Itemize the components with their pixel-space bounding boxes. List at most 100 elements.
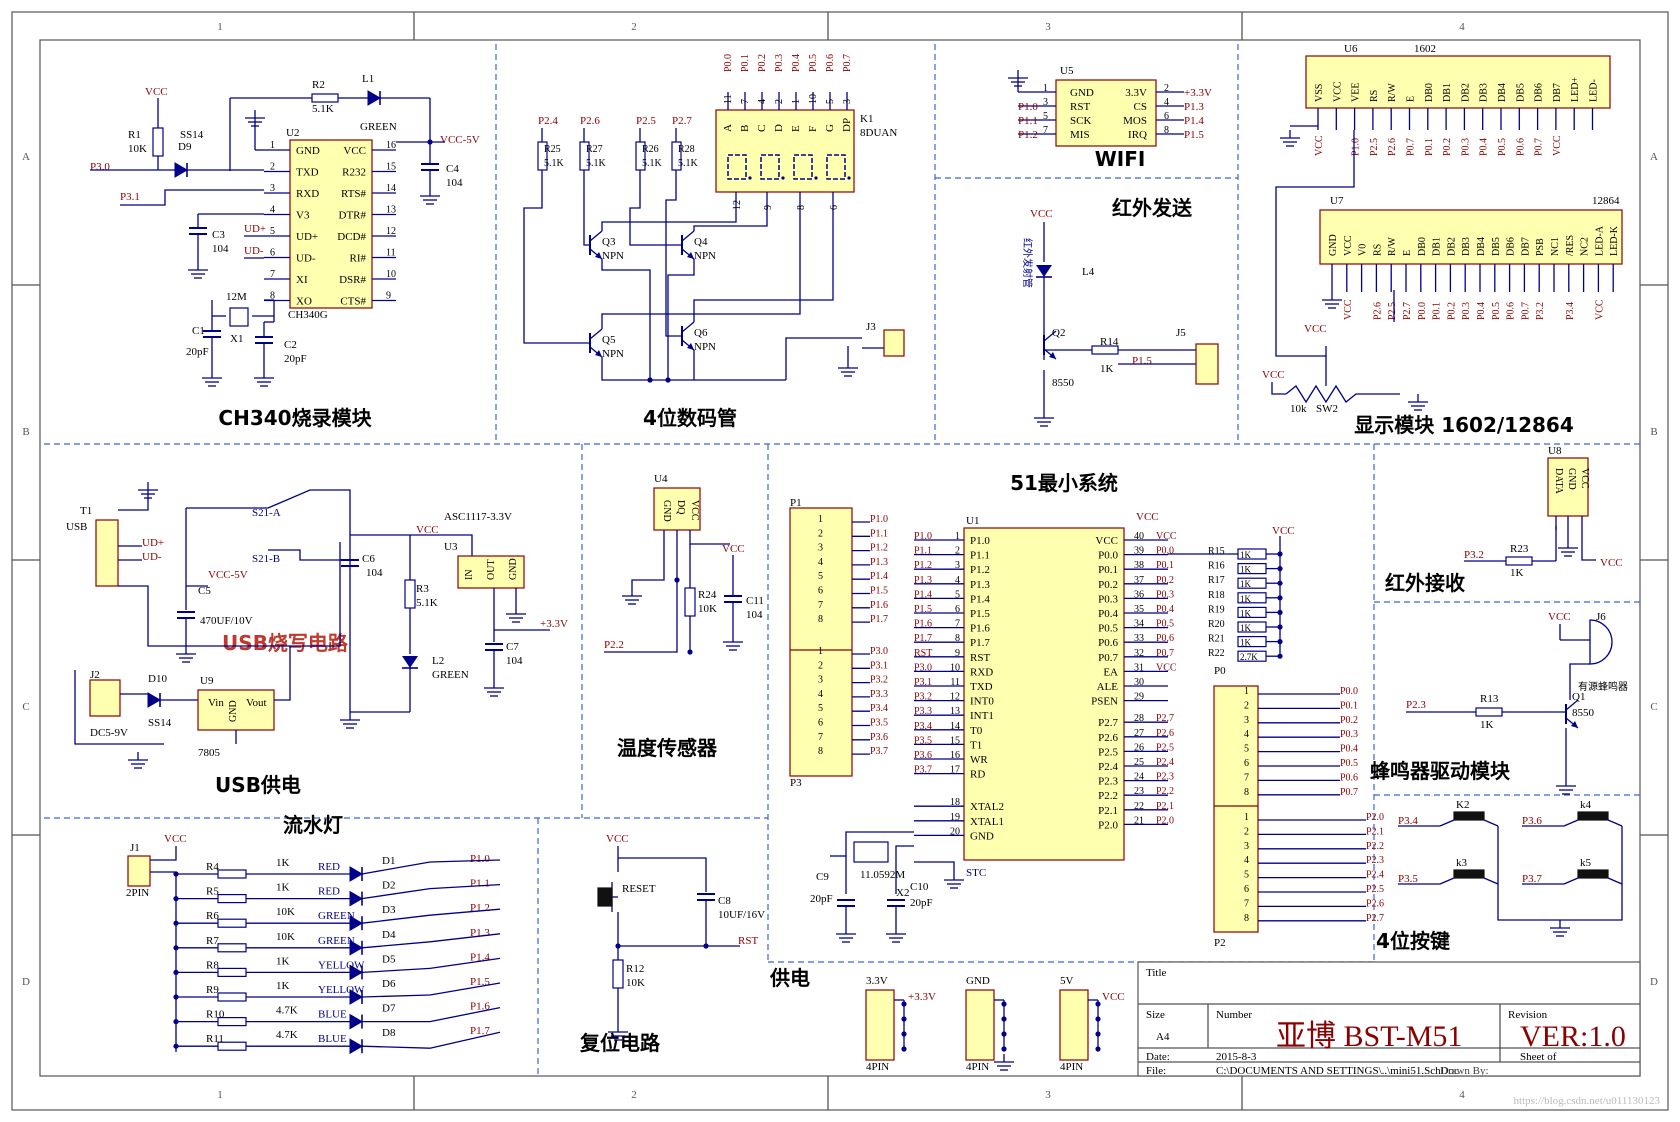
block-title-usb_pwr: USB供电 <box>215 773 301 797</box>
net-label: P0.4 <box>791 54 802 72</box>
pin-number: 13 <box>386 205 396 216</box>
pin-name: GND <box>508 558 519 580</box>
pin-name: EA <box>1103 666 1118 678</box>
net-label: P0.1 <box>1340 700 1358 711</box>
ref: K2 <box>1456 799 1469 811</box>
pin-number: 10 <box>950 662 960 673</box>
ir-led-label: 红外发射管 <box>1021 238 1034 288</box>
ref: R18 <box>1208 590 1225 601</box>
segment-name: E <box>790 125 802 132</box>
ground-icon <box>1556 778 1576 795</box>
pin-name: P2.2 <box>1098 790 1118 802</box>
net-label: P2.0 <box>1366 812 1384 823</box>
net-label: P1.1 <box>1018 115 1038 127</box>
ref: P2 <box>1214 937 1226 949</box>
net-label: P0.3 <box>1156 589 1174 600</box>
net-label: P0.5 <box>1497 138 1508 156</box>
net-label: P3.1 <box>870 660 888 671</box>
net-label: P2.7 <box>1156 713 1174 724</box>
capacitor-icon <box>341 559 359 567</box>
q4-transistor <box>681 230 695 260</box>
capacitor-icon <box>203 330 221 338</box>
switch-label: S21-B <box>252 553 280 565</box>
net-label: VCC <box>1156 531 1177 542</box>
pin-number: 4 <box>818 557 823 568</box>
pin-number: 7 <box>740 99 751 104</box>
pin-number: 1 <box>818 514 823 525</box>
d10-diode <box>147 692 161 708</box>
tb-sheet-label: Sheet of <box>1520 1051 1557 1063</box>
ground-icon <box>1280 130 1300 147</box>
pin-number: 35 <box>1134 604 1144 615</box>
net-label: P1.1 <box>914 546 932 557</box>
vcc-label: VCC <box>164 833 187 845</box>
column-label: 3 <box>1045 1089 1051 1101</box>
ref: L4 <box>1082 266 1095 278</box>
ground-icon <box>128 752 148 769</box>
net-label: P3.0 <box>90 161 110 173</box>
key-1 <box>1577 811 1609 821</box>
pin-name: P2.4 <box>1098 761 1118 773</box>
net-label: P2.7 <box>672 115 692 127</box>
vcc-label: VCC <box>1030 208 1053 220</box>
ref: L2 <box>432 655 444 667</box>
ref: U1 <box>966 515 979 527</box>
block-title-led: 流水灯 <box>283 813 343 837</box>
value: 5.1K <box>544 158 565 169</box>
pin-number: 3 <box>1244 841 1249 852</box>
net-label: P1.2 <box>914 560 932 571</box>
pin-number: 14 <box>386 183 396 194</box>
resistor-icon <box>311 93 339 103</box>
ref: K1 <box>860 113 873 125</box>
net-label: P0.1 <box>1432 302 1443 320</box>
pin-number: 19 <box>950 812 960 823</box>
pin-name: RXD <box>296 188 319 200</box>
header-label: GND <box>966 975 990 987</box>
pin-number: 4 <box>1244 729 1249 740</box>
ref: U3 <box>444 541 458 553</box>
net-label: P3.2 <box>914 692 932 703</box>
digit-glyph <box>760 154 780 180</box>
wire <box>1569 663 1590 700</box>
led-diode <box>349 890 363 907</box>
net-label: VCC <box>1156 662 1177 673</box>
value: 1K <box>276 980 290 992</box>
ref: R13 <box>1480 693 1499 705</box>
net-label: P0.7 <box>1156 648 1174 659</box>
led-resistor <box>217 992 247 1002</box>
net-label: P2.5 <box>636 115 656 127</box>
ref: R17 <box>1208 575 1225 586</box>
wire <box>601 357 650 381</box>
ground-icon <box>1550 920 1570 937</box>
pin-name: TXD <box>970 681 993 693</box>
pin-number: 30 <box>1134 677 1144 688</box>
vcc-label: VCC <box>606 833 629 845</box>
ref: k4 <box>1580 799 1592 811</box>
wire <box>361 967 431 974</box>
pin-number: 2 <box>1244 826 1249 837</box>
pin-number: 20 <box>950 826 960 837</box>
value: 5.1K <box>642 158 663 169</box>
q1-transistor <box>1565 699 1579 729</box>
pin-number: 2 <box>818 660 823 671</box>
pin-name: P2.7 <box>1098 717 1118 729</box>
block-title-reset: 复位电路 <box>579 1031 661 1055</box>
led-color: BLUE <box>318 1009 347 1021</box>
inner-frame <box>39 39 1641 1077</box>
wire <box>118 542 341 647</box>
value: 10K <box>276 906 295 918</box>
ground-icon <box>420 188 440 205</box>
capacitor-icon <box>255 336 273 344</box>
wire <box>429 908 501 916</box>
ref: R27 <box>586 144 603 155</box>
value: 5.1K <box>312 103 334 115</box>
pin-number: 8 <box>796 205 807 210</box>
ref: C8 <box>718 895 731 907</box>
pin-name: IRQ <box>1128 129 1147 141</box>
column-label: 1 <box>217 1089 223 1101</box>
pin-number: 10 <box>808 94 819 104</box>
net-label: P0.6 <box>1156 633 1174 644</box>
pin-name: RS <box>1372 244 1383 256</box>
net-label: P2.2 <box>1366 841 1384 852</box>
ref: Q1 <box>1572 691 1585 703</box>
